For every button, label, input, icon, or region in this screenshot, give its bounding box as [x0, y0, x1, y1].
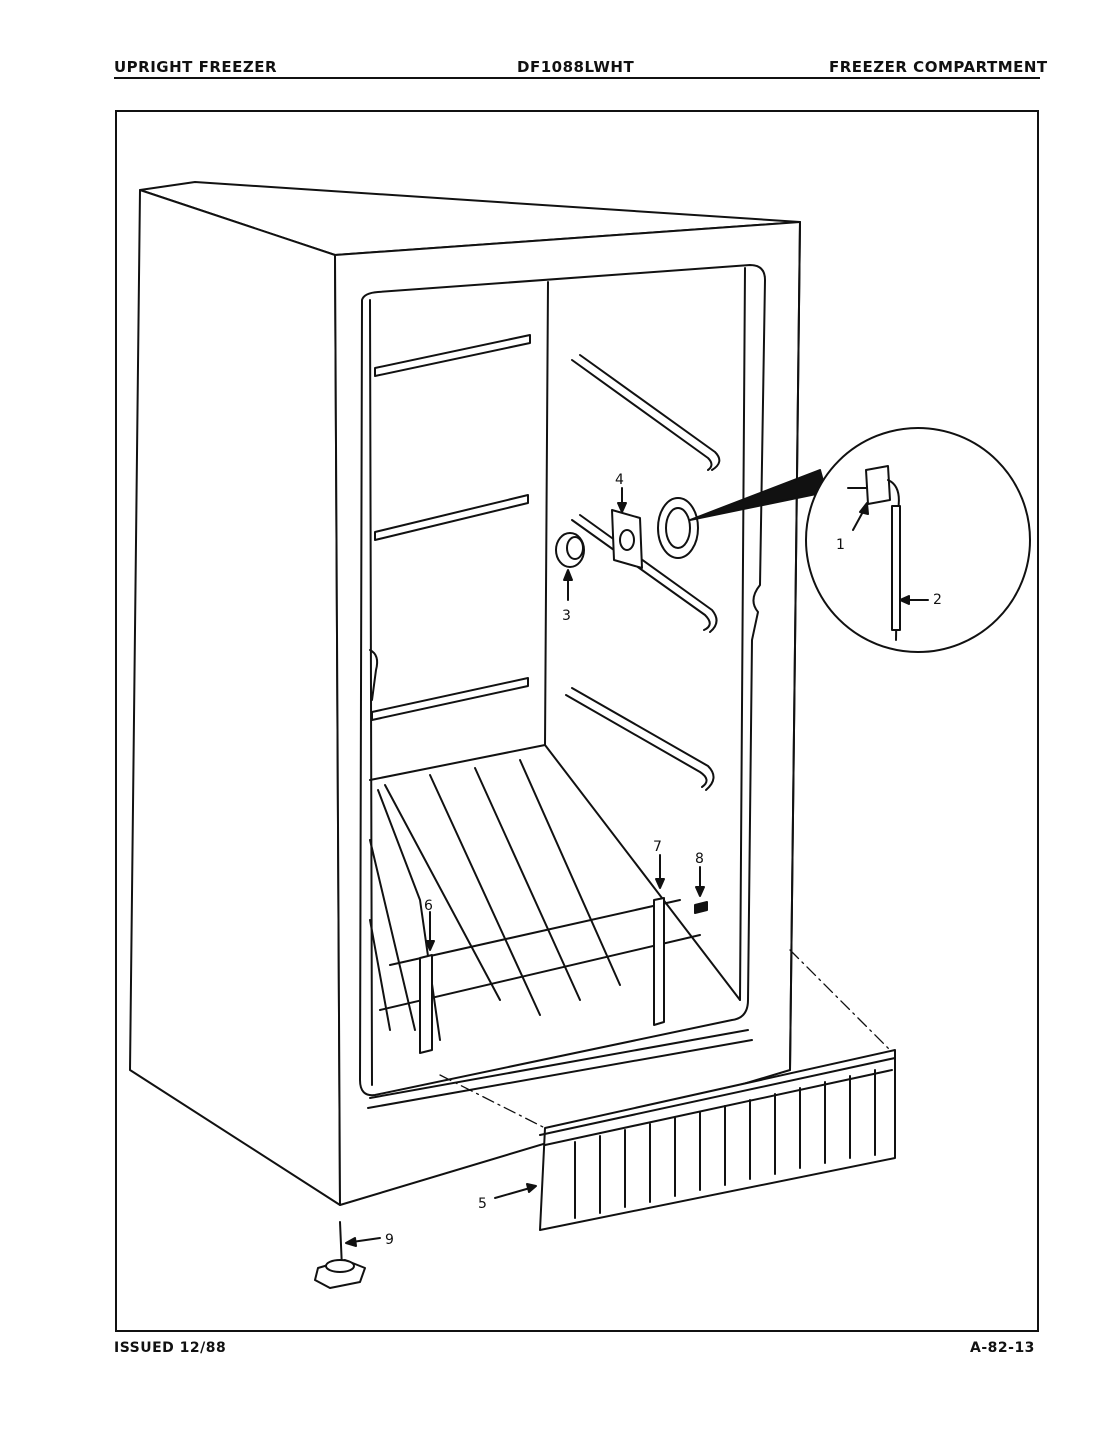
inner-liner — [359, 264, 766, 1109]
footer-issue-date: ISSUED 12/88 — [114, 1340, 227, 1356]
control-housing — [657, 497, 699, 559]
assembly-lines — [439, 949, 891, 1129]
detail-circle — [805, 427, 1031, 653]
control-plate — [611, 509, 643, 569]
header-rule — [114, 77, 1040, 79]
callout-1: 1 — [836, 537, 845, 553]
basket-bracket-right — [653, 897, 665, 1026]
leader-arrows — [345, 487, 929, 1247]
callout-9: 9 — [385, 1232, 394, 1248]
callout-7: 7 — [653, 839, 662, 855]
footer-page-code: A-82-13 — [970, 1340, 1035, 1356]
callout-3: 3 — [562, 608, 571, 624]
diagram-frame — [115, 110, 1039, 1332]
callout-6: 6 — [424, 898, 433, 914]
header-section-title: FREEZER COMPARTMENT — [829, 58, 1048, 76]
basket-bracket-left — [419, 954, 433, 1054]
callout-4: 4 — [615, 472, 624, 488]
shelf-rails-right — [565, 354, 721, 791]
leveling-leg — [314, 1221, 366, 1289]
mounting-screw — [694, 901, 708, 914]
shelf-rails-left — [371, 334, 531, 721]
callout-2: 2 — [933, 592, 942, 608]
header-model-number: DF1088LWHT — [517, 58, 635, 76]
callout-8: 8 — [695, 851, 704, 867]
wire-basket — [369, 759, 701, 1041]
header-product-type: UPRIGHT FREEZER — [114, 58, 278, 76]
temperature-knob — [555, 532, 585, 568]
callout-5: 5 — [478, 1196, 487, 1212]
kick-plate-grille — [539, 1049, 896, 1231]
